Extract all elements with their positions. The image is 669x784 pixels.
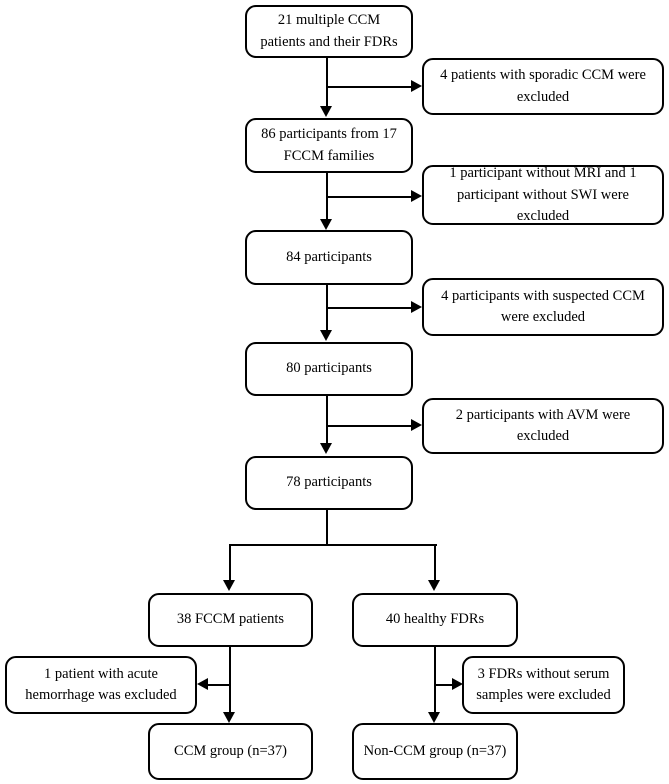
connector-n1-to-n2 (326, 58, 329, 106)
connector-n4-to-n5 (326, 396, 329, 443)
node-84-participants-label: 84 participants (286, 248, 372, 265)
node-exclusion-suspected-ccm-label: 4 participants with suspected CCM were e… (441, 287, 645, 325)
node-exclusion-no-serum: 3 FDRs without serum samples were exclud… (462, 656, 625, 714)
node-80-participants: 80 participants (245, 342, 413, 396)
connector-to-e2 (326, 196, 411, 199)
node-84-participants: 84 participants (245, 230, 413, 285)
arrowhead-fccm-to-ccm-group (223, 712, 236, 723)
connector-to-be1 (208, 684, 231, 687)
node-fccm-patients-label: 38 FCCM patients (176, 611, 285, 628)
connector-to-e1 (326, 86, 411, 89)
connector-to-be2 (434, 684, 453, 687)
node-non-ccm-group: Non-CCM group (n=37) (352, 723, 518, 780)
node-80-participants-label: 80 participants (286, 360, 372, 377)
connector-split-bar (229, 544, 437, 547)
node-exclusion-acute-hemorrhage-label: 1 patient with acute hemorrhage was excl… (25, 665, 177, 703)
node-fccm-participants: 86 participants from 17 FCCM families (245, 118, 413, 173)
node-exclusion-no-mri-swi: 1 participant without MRI and 1 particip… (422, 165, 664, 225)
node-exclusion-acute-hemorrhage: 1 patient with acute hemorrhage was excl… (5, 656, 197, 714)
arrowhead-to-be2 (452, 678, 463, 691)
node-exclusion-sporadic-ccm-label: 4 patients with sporadic CCM were exclud… (440, 67, 646, 105)
arrowhead-to-e4 (411, 419, 422, 432)
arrowhead-n4-to-n5 (320, 443, 333, 454)
connector-fccm-to-ccm-group (229, 647, 232, 712)
connector-split-stem (326, 510, 329, 546)
arrowhead-fdrs-to-nonccm-group (428, 712, 441, 723)
node-healthy-fdrs: 40 healthy FDRs (352, 593, 518, 647)
node-exclusion-avm: 2 participants with AVM were excluded (422, 398, 664, 454)
node-ccm-group: CCM group (n=37) (148, 723, 313, 780)
node-78-participants: 78 participants (245, 456, 413, 510)
connector-split-right (434, 544, 437, 580)
node-fccm-participants-label: 86 participants from 17 FCCM families (261, 126, 397, 164)
node-enrolled-patients-label: 21 multiple CCM patients and their FDRs (260, 12, 398, 50)
arrowhead-n3-to-n4 (320, 330, 333, 341)
connector-fdrs-to-nonccm-group (434, 647, 437, 712)
node-ccm-group-label: CCM group (n=37) (174, 742, 287, 759)
arrowhead-split-left (223, 580, 236, 591)
node-exclusion-suspected-ccm: 4 participants with suspected CCM were e… (422, 278, 664, 336)
node-exclusion-sporadic-ccm: 4 patients with sporadic CCM were exclud… (422, 58, 664, 115)
connector-split-left (229, 544, 232, 580)
node-non-ccm-group-label: Non-CCM group (n=37) (363, 742, 507, 759)
arrowhead-to-e1 (411, 80, 422, 93)
node-fccm-patients: 38 FCCM patients (148, 593, 313, 647)
node-enrolled-patients: 21 multiple CCM patients and their FDRs (245, 5, 413, 58)
node-exclusion-no-mri-swi-label: 1 participant without MRI and 1 particip… (449, 165, 637, 224)
node-healthy-fdrs-label: 40 healthy FDRs (385, 611, 485, 628)
arrowhead-split-right (428, 580, 441, 591)
arrowhead-to-e2 (411, 190, 422, 203)
arrowhead-to-be1 (197, 678, 208, 691)
arrowhead-to-e3 (411, 301, 422, 314)
node-exclusion-no-serum-label: 3 FDRs without serum samples were exclud… (476, 665, 611, 703)
connector-to-e3 (326, 307, 411, 310)
node-exclusion-avm-label: 2 participants with AVM were excluded (455, 406, 631, 444)
node-78-participants-label: 78 participants (286, 474, 372, 491)
arrowhead-n1-to-n2 (320, 106, 333, 117)
arrowhead-n2-to-n3 (320, 219, 333, 230)
connector-to-e4 (326, 425, 411, 428)
